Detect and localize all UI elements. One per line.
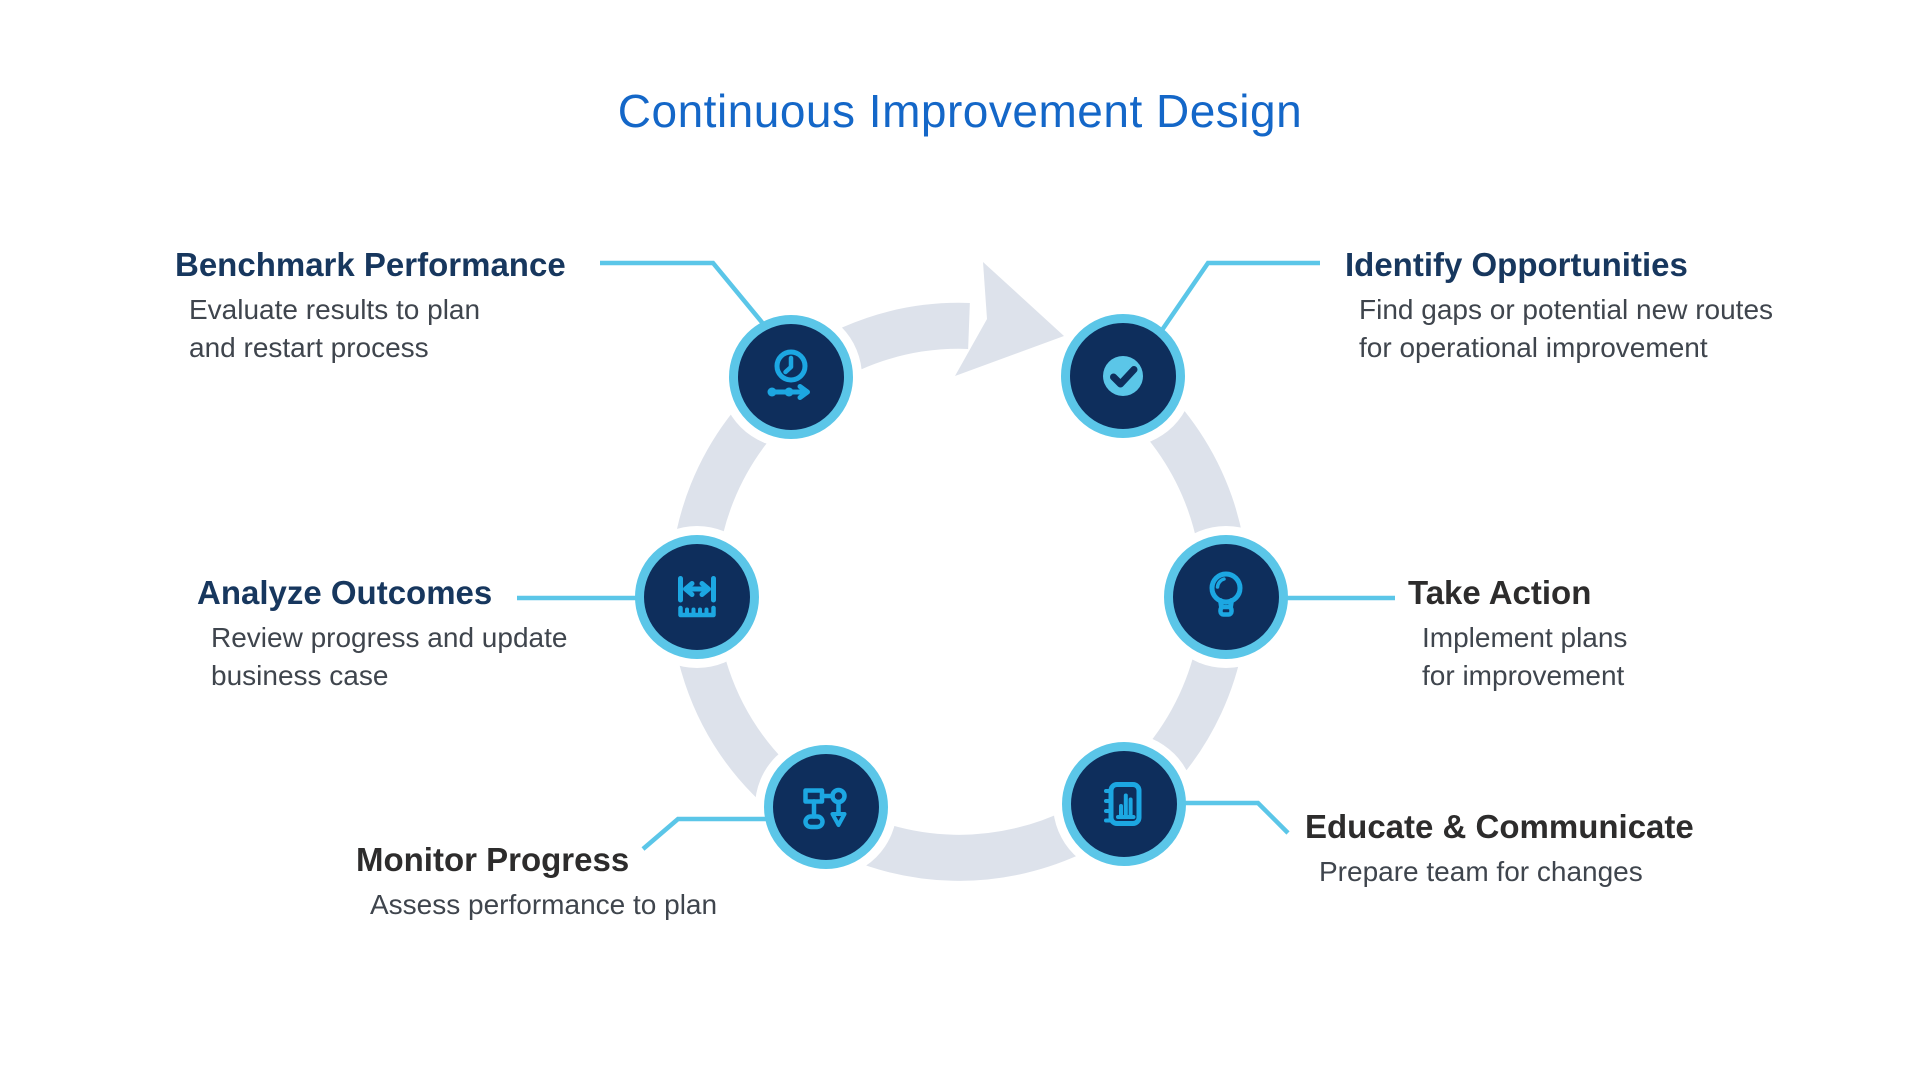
- step-node-benchmark: [729, 315, 853, 439]
- page-title: Continuous Improvement Design: [617, 85, 1303, 137]
- step-node-educate: [1062, 742, 1186, 866]
- step-heading: Identify Opportunities: [1345, 246, 1688, 283]
- step-description: Assess performance to plan: [370, 889, 718, 920]
- connector-monitor: [641, 816, 775, 851]
- step-description: Prepare team for changes: [1319, 856, 1643, 887]
- cycle-arrowhead: [955, 262, 1064, 376]
- step-heading: Benchmark Performance: [175, 246, 566, 283]
- lightbulb-icon: [1209, 571, 1243, 617]
- step-heading: Take Action: [1408, 574, 1592, 611]
- step-heading: Educate & Communicate: [1305, 808, 1694, 845]
- ruler-measure-icon: [678, 576, 716, 618]
- step-heading: Analyze Outcomes: [197, 574, 493, 611]
- step-label-take-action: Take Action Implement plans for improvem…: [1408, 574, 1627, 695]
- step-description: Find gaps or potential new routes for op…: [1359, 294, 1774, 363]
- step-node-take-action: [1164, 535, 1288, 659]
- step-description: Evaluate results to plan and restart pro…: [189, 294, 481, 363]
- notebook-chart-icon: [1104, 782, 1142, 826]
- flowchart-icon: [803, 787, 847, 830]
- step-label-identify: Identify Opportunities Find gaps or pote…: [1345, 246, 1773, 367]
- step-node-monitor: [764, 745, 888, 869]
- step-node-analyze: [635, 535, 759, 659]
- connector-identify: [1158, 260, 1320, 335]
- connector-benchmark: [600, 260, 767, 328]
- step-label-benchmark: Benchmark Performance Evaluate results t…: [175, 246, 566, 367]
- step-node-identify: [1061, 314, 1185, 438]
- step-description: Implement plans for improvement: [1422, 622, 1628, 691]
- check-circle-icon: [1103, 356, 1143, 396]
- step-label-educate: Educate & Communicate Prepare team for c…: [1305, 808, 1694, 891]
- clock-timeline-icon: [767, 349, 810, 400]
- step-label-analyze: Analyze Outcomes Review progress and upd…: [197, 574, 567, 695]
- step-heading: Monitor Progress: [356, 841, 630, 878]
- step-description: Review progress and update business case: [211, 622, 568, 691]
- step-label-monitor: Monitor Progress Assess performance to p…: [356, 841, 717, 924]
